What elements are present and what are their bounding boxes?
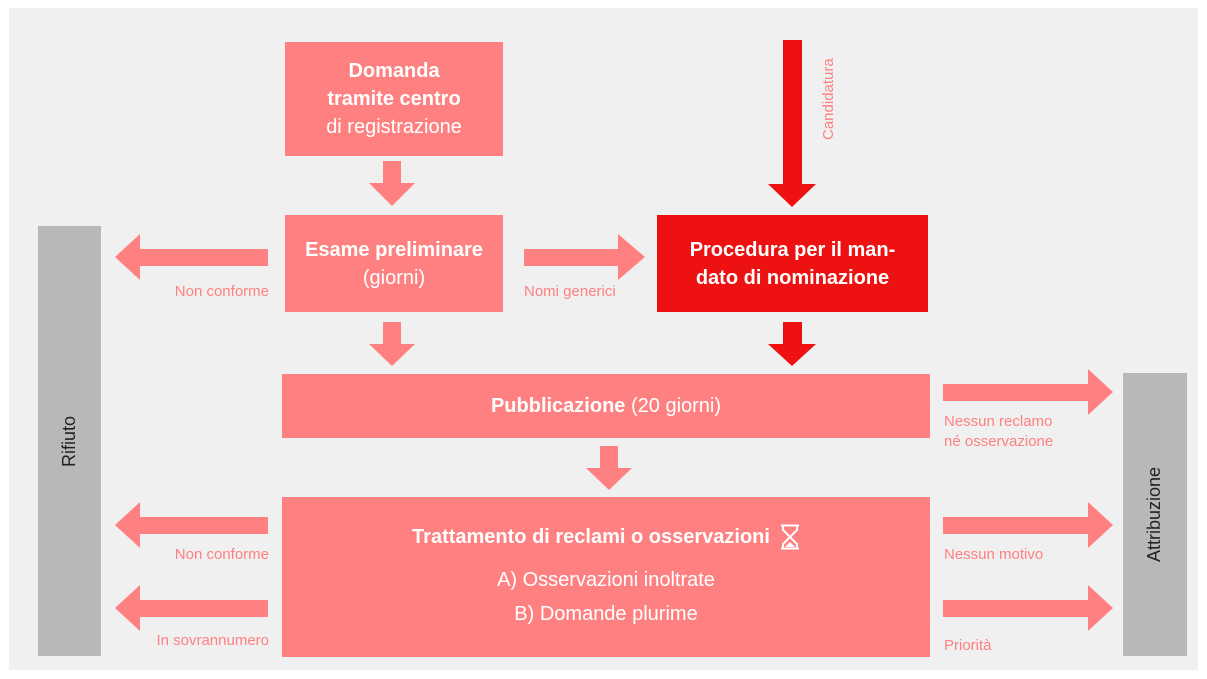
- trattamento-item-b: B) Domande plurime: [514, 603, 698, 625]
- procedura-line2: dato di nominazione: [695, 266, 890, 289]
- arrow-esame-to-rifiuto: [115, 234, 268, 280]
- non-conforme-label-1: Non conforme: [174, 283, 269, 300]
- domanda-line3: di registrazione: [326, 116, 462, 138]
- arrow-trattamento-to-attribuzione-2: [943, 585, 1113, 631]
- procedura-line1: Procedura per il man-: [689, 238, 896, 261]
- esame-line2: (giorni): [362, 266, 426, 289]
- arrow-trattamento-to-attribuzione-1: [943, 502, 1113, 548]
- candidatura-label: Candidatura: [819, 58, 839, 140]
- arrow-trattamento-to-rifiuto-2: [115, 585, 268, 631]
- domanda-line2: tramite centro: [327, 88, 461, 110]
- in-sovrannumero-label: In sovrannumero: [156, 632, 269, 649]
- arrow-domanda-to-esame: [369, 161, 415, 206]
- procedura-box: Procedura per il man- dato di nominazion…: [657, 215, 928, 312]
- arrow-pubblicazione-to-trattamento: [586, 446, 632, 490]
- arrow-pubblicazione-to-attribuzione: [943, 369, 1113, 415]
- arrow-esame-to-pubblicazione: [369, 322, 415, 366]
- pubblicazione-suffix: (20 giorni): [630, 395, 722, 417]
- nessun-reclamo-label-1: Nessun reclamo: [944, 413, 1053, 430]
- trattamento-title: Trattamento di reclami o osservazioni: [412, 526, 770, 548]
- pubblicazione-box: Pubblicazione (20 giorni): [282, 374, 930, 438]
- rifiuto-bar: Rifiuto: [38, 226, 101, 656]
- non-conforme-label-2: Non conforme: [174, 546, 269, 563]
- priorita-label: Priorità: [944, 637, 992, 654]
- trattamento-item-a: A) Osservazioni inoltrate: [497, 569, 715, 591]
- trattamento-box: Trattamento di reclami o osservazioni A)…: [282, 497, 930, 657]
- attribuzione-label: Attribuzione: [1144, 466, 1165, 563]
- arrow-esame-to-procedura: [524, 234, 645, 280]
- hourglass-icon: [780, 524, 799, 550]
- rifiuto-label: Rifiuto: [59, 415, 79, 467]
- domanda-line1: Domanda: [348, 60, 440, 82]
- candidatura-text: Candidatura: [820, 58, 837, 140]
- nessun-reclamo-label-2: né osservazione: [944, 433, 1054, 450]
- arrow-trattamento-to-rifiuto-1: [115, 502, 268, 548]
- attribuzione-bar: Attribuzione: [1123, 373, 1187, 656]
- domanda-box: Domanda tramite centro di registrazione: [285, 42, 503, 156]
- nessun-motivo-label: Nessun motivo: [944, 546, 1044, 563]
- nomi-generici-label: Nomi generici: [524, 283, 616, 300]
- trattamento-title-line: Trattamento di reclami o osservazioni: [412, 523, 800, 551]
- arrow-procedura-to-pubblicazione: [768, 322, 816, 366]
- pubblicazione-line: Pubblicazione (20 giorni): [491, 392, 721, 420]
- arrow-candidatura: [768, 40, 816, 207]
- pubblicazione-title: Pubblicazione: [490, 395, 626, 417]
- esame-box: Esame preliminare (giorni): [285, 215, 503, 312]
- esame-line1: Esame preliminare: [305, 238, 483, 261]
